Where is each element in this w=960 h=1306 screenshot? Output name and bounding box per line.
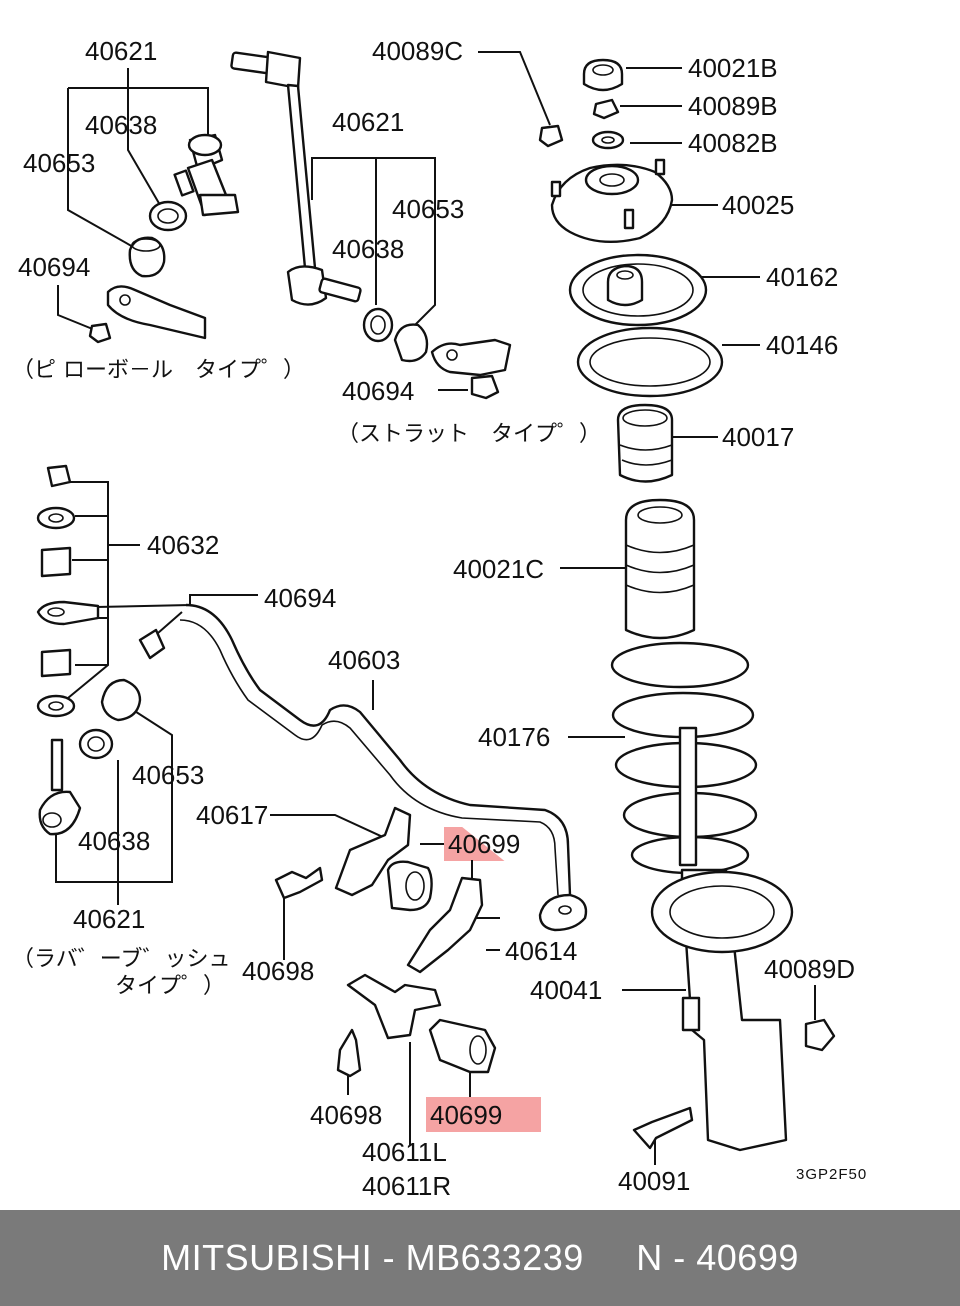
label-40621-rubber: 40621 <box>73 904 145 934</box>
label-40617: 40617 <box>196 800 268 830</box>
label-40614: 40614 <box>505 936 577 966</box>
strut-link-group <box>230 50 512 400</box>
note-rubber-bush-type-2: タイプ゜） <box>115 974 225 999</box>
label-40632: 40632 <box>147 530 219 560</box>
label-40653-strut: 40653 <box>392 194 464 224</box>
label-40603: 40603 <box>328 645 400 675</box>
label-40089c: 40089C <box>372 36 463 66</box>
rubber-bush-group <box>36 464 258 905</box>
label-40694-bar: 40694 <box>264 583 336 613</box>
label-40091: 40091 <box>618 1166 690 1196</box>
footer-bar: MITSUBISHI - MB633239 N - 40699 <box>0 1210 960 1306</box>
note-strut-type: （ストラット タイプ゜） <box>337 422 601 447</box>
label-40699-lower: 40699 <box>430 1100 502 1130</box>
diagram-code: 3GP2F50 <box>796 1166 867 1183</box>
label-40621-strut: 40621 <box>332 107 404 137</box>
label-40611r: 40611R <box>362 1171 451 1201</box>
label-40698-lower: 40698 <box>310 1100 382 1130</box>
label-40621-pillowball: 40621 <box>85 36 157 66</box>
label-40638-pillowball: 40638 <box>85 110 157 140</box>
label-40653-pillowball: 40653 <box>23 148 95 178</box>
label-40021c: 40021C <box>453 554 544 584</box>
label-40017: 40017 <box>722 422 794 452</box>
label-40162: 40162 <box>766 262 838 292</box>
label-40638-strut: 40638 <box>332 234 404 264</box>
label-40041: 40041 <box>530 975 602 1005</box>
label-40611l: 40611L <box>362 1137 447 1167</box>
highlight-40699-lower <box>426 1097 541 1132</box>
label-40638-rubber: 40638 <box>78 826 150 856</box>
label-40698-upper: 40698 <box>242 956 314 986</box>
label-40089d: 40089D <box>764 954 855 984</box>
label-40025: 40025 <box>722 190 794 220</box>
label-40653-rubber: 40653 <box>132 760 204 790</box>
brackets-group <box>274 806 497 1078</box>
part-number-text: MITSUBISHI - MB633239 N - 40699 <box>161 1237 799 1278</box>
label-40694-strut: 40694 <box>342 376 414 406</box>
stabilizer-bar-group <box>179 603 588 1145</box>
label-40089b: 40089B <box>688 91 778 121</box>
note-pillowball-type: （ピ ローボ－ル タイプ゜） <box>12 358 305 383</box>
label-40021b: 40021B <box>688 53 778 83</box>
strut-assembly-group <box>478 51 836 1165</box>
label-40146: 40146 <box>766 330 838 360</box>
label-40694-pillowball: 40694 <box>18 252 90 282</box>
note-rubber-bush-type-1: （ラバ゛ーブ゛ッシュ <box>12 947 230 972</box>
parts-diagram: 40621 40638 40653 40694 （ピ ローボ－ル タイプ゜） 4… <box>12 36 867 1201</box>
label-40176: 40176 <box>478 722 550 752</box>
pillow-ball-link-group <box>57 68 240 344</box>
label-40082b: 40082B <box>688 128 778 158</box>
label-40699-upper: 40699 <box>448 829 520 859</box>
